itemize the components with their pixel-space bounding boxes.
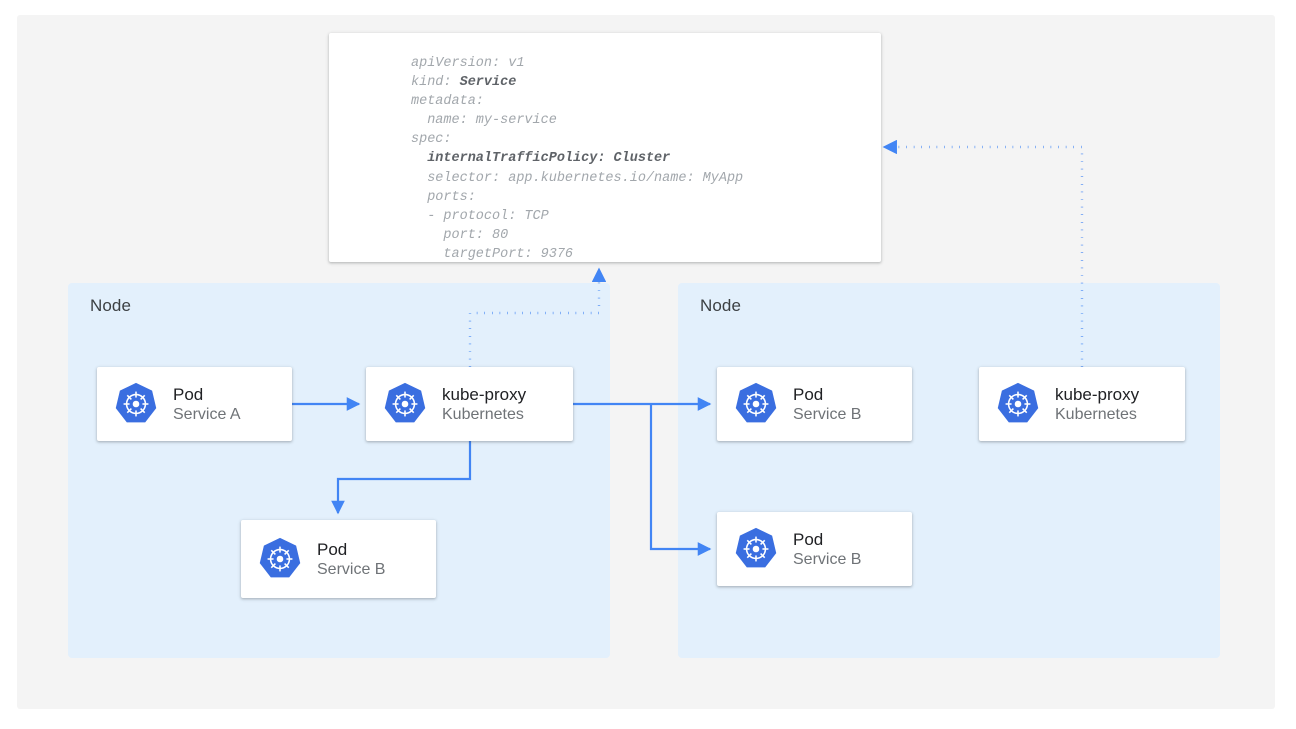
card-subtitle: Service B: [317, 560, 386, 578]
card-text: kube-proxy Kubernetes: [442, 384, 526, 425]
kubernetes-icon: [382, 381, 428, 427]
node-label-right: Node: [700, 296, 742, 315]
card-title: Pod: [173, 384, 204, 404]
kubernetes-icon: [113, 381, 159, 427]
card-subtitle: Kubernetes: [1055, 405, 1137, 423]
card-subtitle: Service A: [173, 405, 241, 423]
kubernetes-icon: [257, 536, 303, 582]
node-label-left: Node: [90, 296, 132, 315]
card-subtitle: Kubernetes: [442, 405, 524, 423]
kubernetes-icon: [733, 526, 779, 572]
card-title: Pod: [793, 384, 824, 404]
card-subtitle: Service B: [793, 405, 862, 423]
card-text: Pod Service A: [173, 384, 241, 425]
card-kube-proxy-left[interactable]: kube-proxy Kubernetes: [366, 367, 573, 441]
card-pod-service-a[interactable]: Pod Service A: [97, 367, 292, 441]
card-title: kube-proxy: [1055, 384, 1140, 404]
card-title: Pod: [793, 529, 824, 549]
service-yaml-code: apiVersion: v1 kind: Service metadata: n…: [411, 56, 744, 262]
card-title: Pod: [317, 539, 348, 559]
service-yaml-manifest-card: apiVersion: v1 kind: Service metadata: n…: [329, 33, 881, 262]
card-pod-service-b-remote-top[interactable]: Pod Service B: [717, 367, 912, 441]
card-text: kube-proxy Kubernetes: [1055, 384, 1139, 425]
card-text: Pod Service B: [317, 539, 385, 580]
card-pod-service-b-remote-bottom[interactable]: Pod Service B: [717, 512, 912, 586]
node-panel-left: Node: [68, 283, 610, 658]
node-panel-right: Node: [678, 283, 1220, 658]
card-kube-proxy-right[interactable]: kube-proxy Kubernetes: [979, 367, 1185, 441]
kubernetes-icon: [733, 381, 779, 427]
card-subtitle: Service B: [793, 550, 862, 568]
card-text: Pod Service B: [793, 529, 861, 570]
card-title: kube-proxy: [442, 384, 527, 404]
kubernetes-icon: [995, 381, 1041, 427]
card-pod-service-b-local[interactable]: Pod Service B: [241, 520, 436, 598]
card-text: Pod Service B: [793, 384, 861, 425]
